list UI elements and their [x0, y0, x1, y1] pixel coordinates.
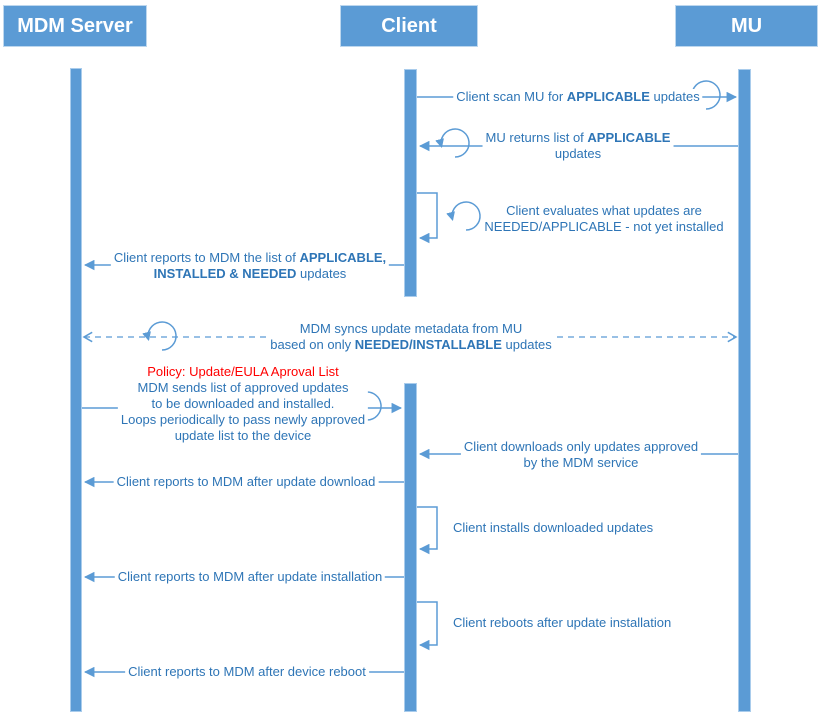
msg-line: update list to the device: [174, 428, 312, 443]
msg-line: Client downloads only updates approved: [463, 439, 699, 454]
loop-icon: [142, 321, 177, 351]
actor-label: MU: [730, 14, 763, 37]
msg-returns-label: MU returns list of APPLICABLE updates: [482, 130, 674, 162]
msg-line: MDM sends list of approved updates: [137, 380, 349, 395]
msg-policy-label: Policy: Update/EULA Aproval List MDM sen…: [117, 364, 369, 444]
actor-label: Client: [381, 14, 437, 37]
msg-report-install-label: Client reports to MDM after update insta…: [114, 569, 386, 585]
msg-line: NEEDED/APPLICABLE - not yet installed: [484, 219, 724, 234]
lifeline-mu: [738, 69, 751, 712]
msg-scan-label: Client scan MU for APPLICABLE updates: [453, 89, 703, 105]
msg-evaluates-label: Client evaluates what updates are NEEDED…: [481, 203, 727, 235]
actor-box-client: Client: [340, 5, 478, 47]
msg-line: based on only NEEDED/INSTALLABLE updates: [270, 337, 552, 353]
msg-reboots-label: Client reboots after update installation: [450, 615, 675, 631]
actor-label: MDM Server: [17, 14, 133, 37]
msg-line: updates: [554, 146, 602, 161]
msg-text: updates: [501, 337, 552, 352]
msg-text-bold: APPLICABLE: [587, 130, 671, 145]
msg-line: MDM syncs update metadata from MU: [299, 321, 523, 336]
loop-icon: [446, 201, 481, 231]
msg-text-bold: NEEDED/INSTALLABLE: [354, 337, 502, 352]
msg-syncs-label: MDM syncs update metadata from MU based …: [267, 321, 555, 353]
msg-line: MU returns list of APPLICABLE: [486, 130, 671, 146]
msg-text: Client reports to MDM the list of: [113, 250, 300, 265]
msg-line: INSTALLED & NEEDED updates: [114, 266, 386, 282]
msg-text-bold: INSTALLED & NEEDED: [153, 266, 297, 281]
msg-text-bold: APPLICABLE,: [299, 250, 387, 265]
loop-icon: [435, 128, 470, 158]
msg-report-download-label: Client reports to MDM after update downl…: [113, 474, 379, 490]
actor-box-mdm-server: MDM Server: [3, 5, 147, 47]
lifeline-mdm-server: [70, 68, 82, 712]
lifeline-client-segment-2: [404, 383, 417, 712]
msg-line: Loops periodically to pass newly approve…: [120, 412, 366, 427]
msg-text: Client scan MU for: [456, 89, 567, 104]
policy-title: Policy: Update/EULA Aproval List: [147, 364, 339, 379]
msg-text: updates: [296, 266, 347, 281]
actor-box-mu: MU: [675, 5, 818, 47]
self-arrow-installs: [417, 506, 438, 555]
msg-downloads-label: Client downloads only updates approved b…: [460, 439, 702, 471]
msg-installs-label: Client installs downloaded updates: [450, 520, 657, 536]
msg-text: updates: [649, 89, 700, 104]
self-arrow-evaluates: [417, 192, 438, 244]
msg-text-bold: APPLICABLE: [566, 89, 650, 104]
msg-line: Client reports to MDM the list of APPLIC…: [114, 250, 386, 266]
lifeline-client-segment-1: [404, 69, 417, 297]
msg-text: MU returns list of: [485, 130, 588, 145]
msg-text: based on only: [270, 337, 355, 352]
msg-line: to be downloaded and installed.: [151, 396, 335, 411]
msg-reports-list-label: Client reports to MDM the list of APPLIC…: [110, 250, 390, 282]
msg-line: by the MDM service: [523, 455, 639, 470]
msg-report-reboot-label: Client reports to MDM after device reboo…: [125, 664, 369, 680]
msg-line: Client evaluates what updates are: [506, 203, 702, 218]
self-arrow-reboots: [417, 601, 438, 651]
